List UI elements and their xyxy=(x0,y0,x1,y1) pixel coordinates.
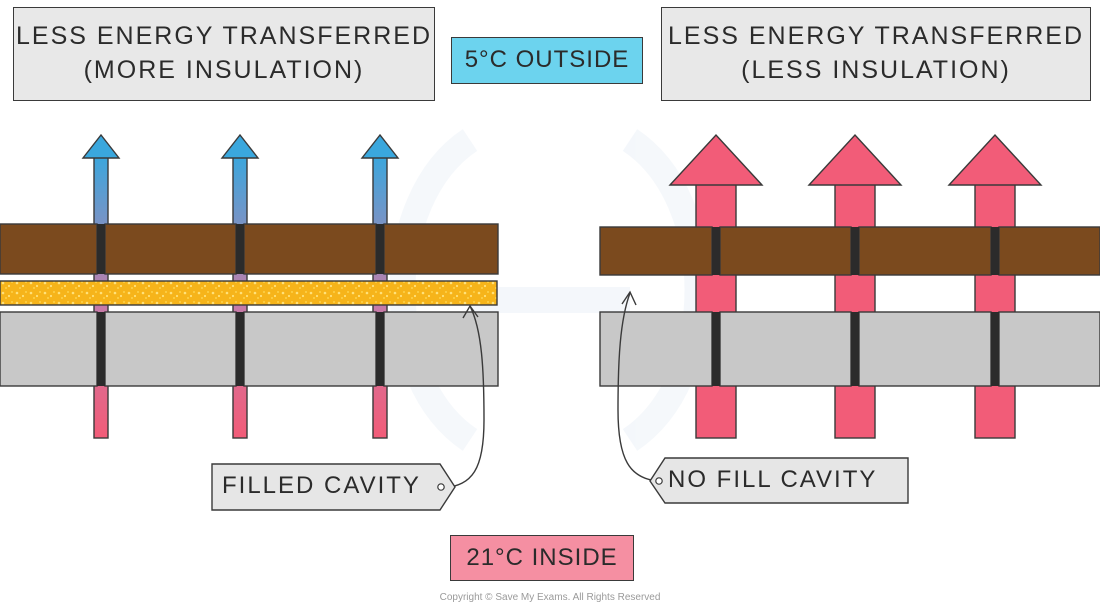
left-inner-block-layer xyxy=(0,311,499,387)
left-heat-arrow-head-1 xyxy=(81,133,121,159)
inside-temperature-label: 21°C INSIDE xyxy=(466,543,618,571)
right-heat-arrow-shaft-2 xyxy=(834,181,876,439)
left-header-box: LESS ENERGY TRANSFERRED (MORE INSULATION… xyxy=(13,7,435,101)
left-heat-arrow-head-3 xyxy=(360,133,400,159)
no-fill-cavity-tag xyxy=(649,457,909,504)
outside-temperature-label: 5°C OUTSIDE xyxy=(464,46,630,74)
right-header-line2: (LESS INSULATION) xyxy=(741,56,1011,84)
right-outer-brick-layer xyxy=(599,226,1100,276)
right-wall xyxy=(599,133,1100,504)
left-heat-arrow-head-2 xyxy=(220,133,260,159)
outside-temperature-box: 5°C OUTSIDE xyxy=(451,37,643,84)
right-heat-arrow-shaft-3 xyxy=(974,181,1016,439)
left-header-line1: LESS ENERGY TRANSFERRED xyxy=(15,22,432,51)
right-heat-arrow-head-3 xyxy=(947,133,1043,186)
left-header-line2: (MORE INSULATION) xyxy=(83,56,365,84)
no-fill-cavity-pointer xyxy=(617,292,658,482)
left-outer-brick-layer xyxy=(0,223,499,275)
inside-temperature-box: 21°C INSIDE xyxy=(450,535,634,581)
right-heat-arrow-head-2 xyxy=(807,133,903,186)
right-inner-block-layer xyxy=(599,311,1100,387)
right-header-line1: LESS ENERGY TRANSFERRED xyxy=(667,22,1084,51)
filled-cavity-label: FILLED CAVITY xyxy=(222,472,421,499)
filled-cavity-tag xyxy=(211,463,456,511)
right-heat-arrow-shaft-1 xyxy=(695,181,737,439)
no-fill-cavity-label: NO FILL CAVITY xyxy=(668,466,878,493)
left-wall xyxy=(0,133,499,511)
right-header-box: LESS ENERGY TRANSFERRED (LESS INSULATION… xyxy=(661,7,1091,101)
left-cavity-insulation xyxy=(0,280,498,306)
filled-cavity-pointer xyxy=(443,305,485,489)
copyright-notice: Copyright © Save My Exams. All Rights Re… xyxy=(439,592,661,603)
right-heat-arrow-head-1 xyxy=(668,133,764,186)
right-heat-arrows xyxy=(668,133,1043,439)
